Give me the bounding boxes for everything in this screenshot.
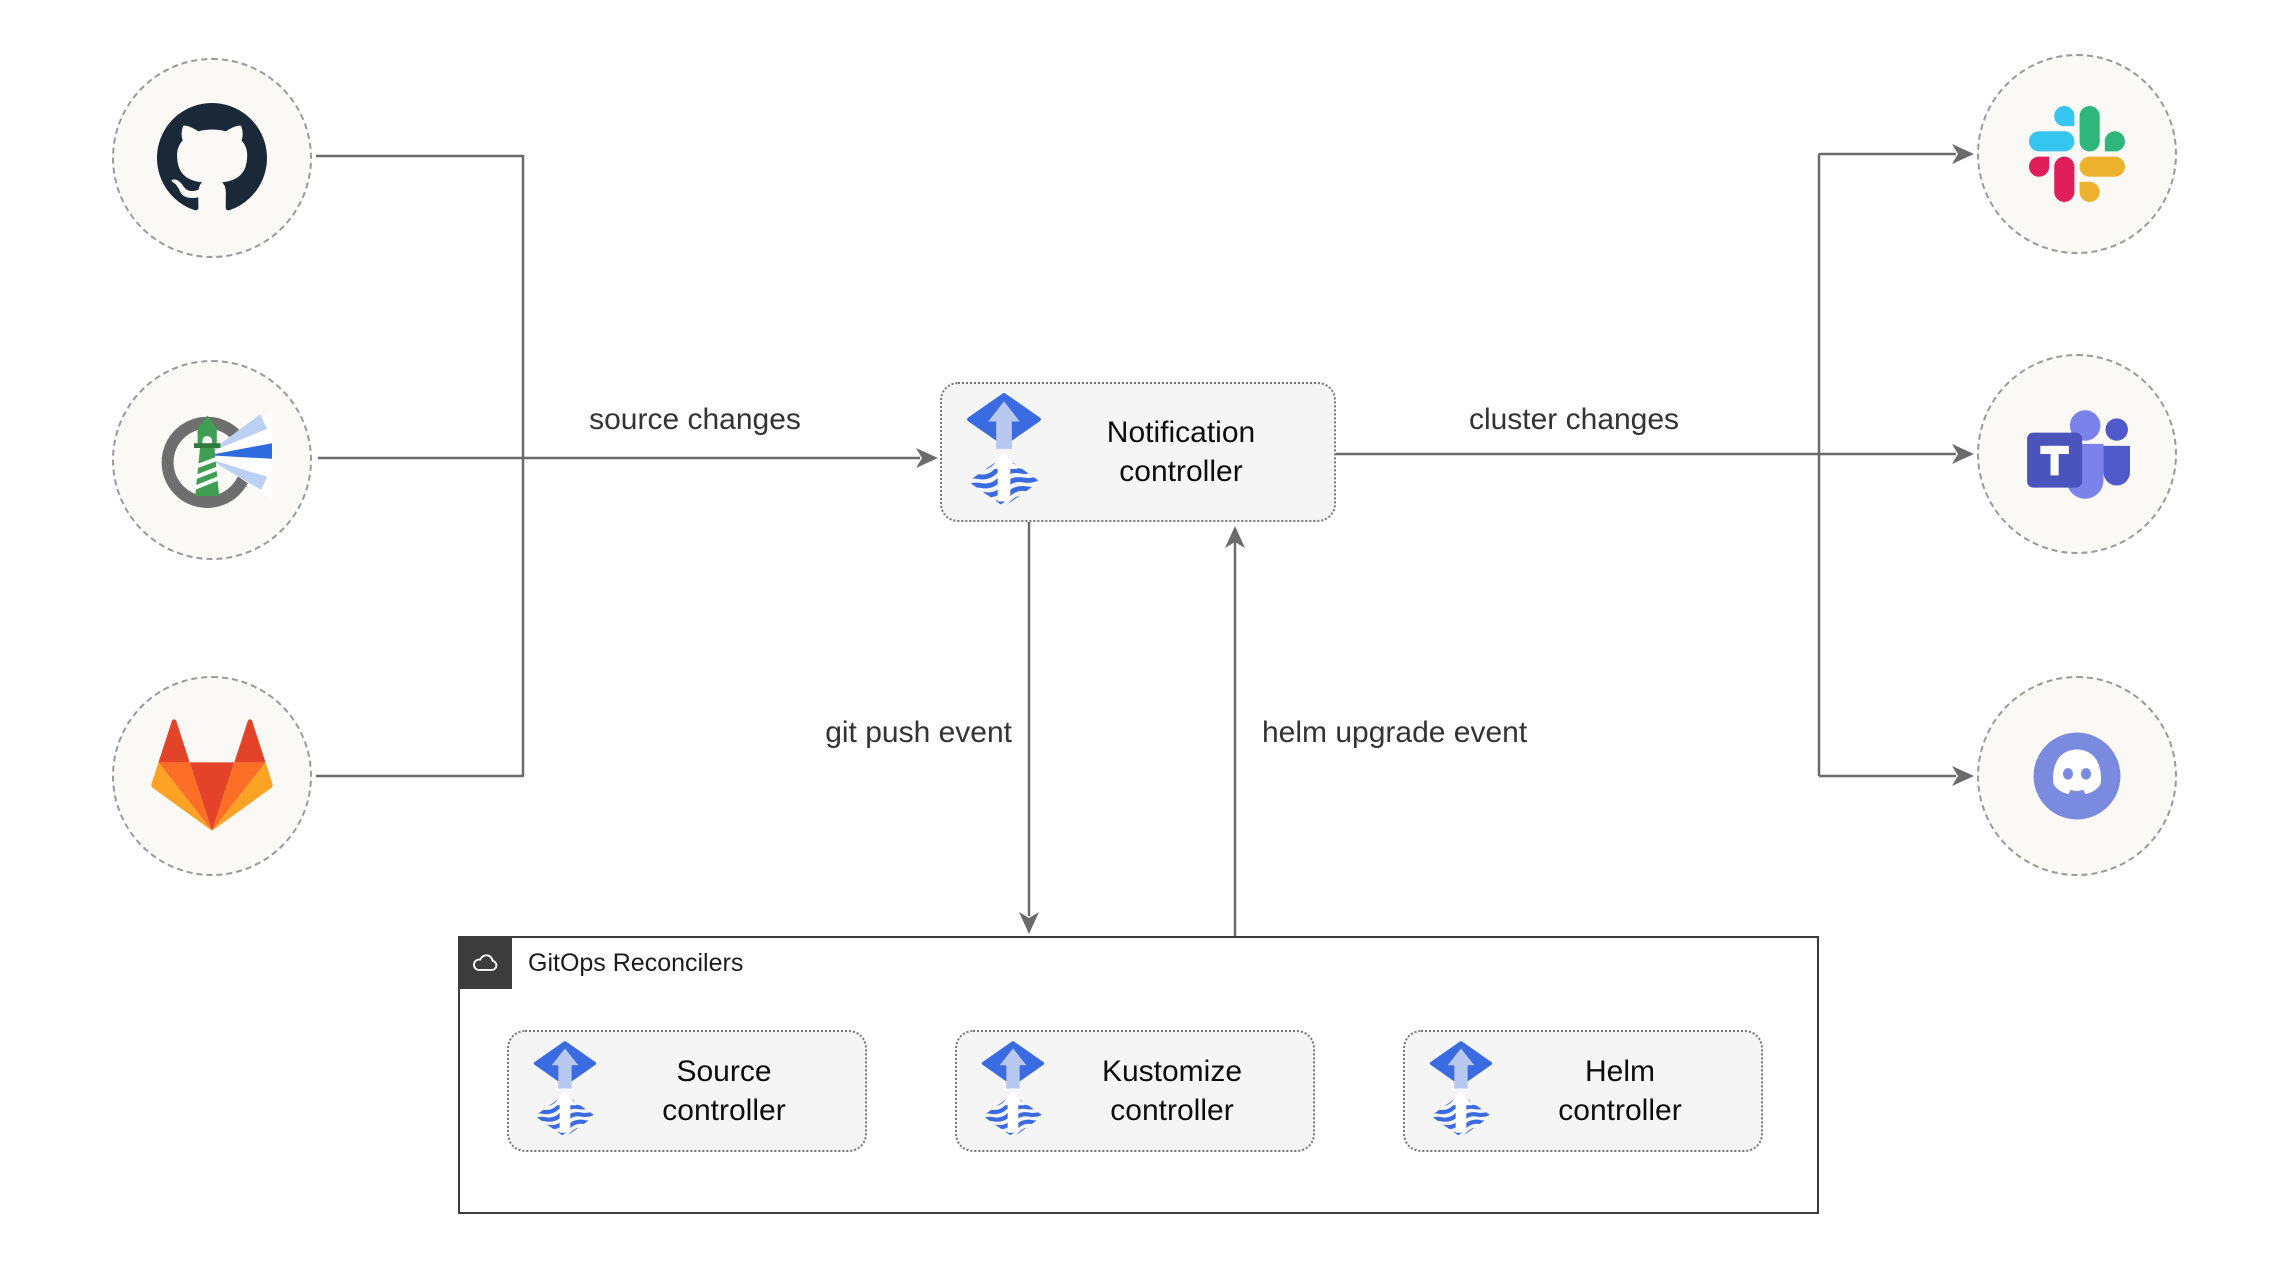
source-controller-label: Source controller <box>662 1055 786 1127</box>
label-git-push-event: git push event <box>825 716 1012 749</box>
arrowhead <box>1225 526 1245 548</box>
gitops-group-title: GitOps Reconcilers <box>528 949 744 977</box>
cloud-icon <box>473 953 498 971</box>
harbor-icon <box>161 410 272 508</box>
node-source-controller: Source controller <box>507 1030 867 1152</box>
target-node-discord <box>1977 676 2177 876</box>
node-label-wrap: Helm controller <box>1493 1052 1747 1130</box>
node-kustomize-controller: Kustomize controller <box>955 1030 1315 1152</box>
gitlab-icon <box>151 719 273 831</box>
label-source-changes: source changes <box>589 403 801 436</box>
node-label-wrap: Notification controller <box>1042 413 1320 491</box>
node-notification-controller: Notification controller <box>940 382 1336 522</box>
discord-icon <box>2033 732 2121 820</box>
source-node-github <box>112 58 312 258</box>
label-cluster-changes: cluster changes <box>1468 403 1680 436</box>
label-helm-upgrade-event: helm upgrade event <box>1262 716 1528 749</box>
teams-icon <box>2027 410 2130 499</box>
arrowhead <box>916 448 938 468</box>
flux-icon <box>533 1041 597 1141</box>
flux-icon <box>966 393 1042 511</box>
node-helm-controller: Helm controller <box>1403 1030 1763 1152</box>
source-node-harbor <box>112 360 312 560</box>
github-icon <box>157 103 267 211</box>
flux-icon <box>1429 1041 1493 1141</box>
kustomize-controller-label: Kustomize controller <box>1101 1055 1243 1127</box>
slack-icon <box>2029 106 2125 202</box>
node-label-wrap: Source controller <box>597 1052 851 1130</box>
arrowhead <box>1019 912 1039 934</box>
notification-controller-label: Notification controller <box>1106 416 1256 488</box>
arrowhead <box>1952 444 1974 464</box>
source-node-gitlab <box>112 676 312 876</box>
arrowhead <box>1952 766 1974 786</box>
gitops-group-header <box>458 936 512 989</box>
target-node-teams <box>1977 354 2177 554</box>
node-label-wrap: Kustomize controller <box>1045 1052 1299 1130</box>
arrowhead <box>1952 144 1974 164</box>
helm-controller-label: Helm controller <box>1558 1055 1682 1127</box>
flux-icon <box>981 1041 1045 1141</box>
target-node-slack <box>1977 54 2177 254</box>
